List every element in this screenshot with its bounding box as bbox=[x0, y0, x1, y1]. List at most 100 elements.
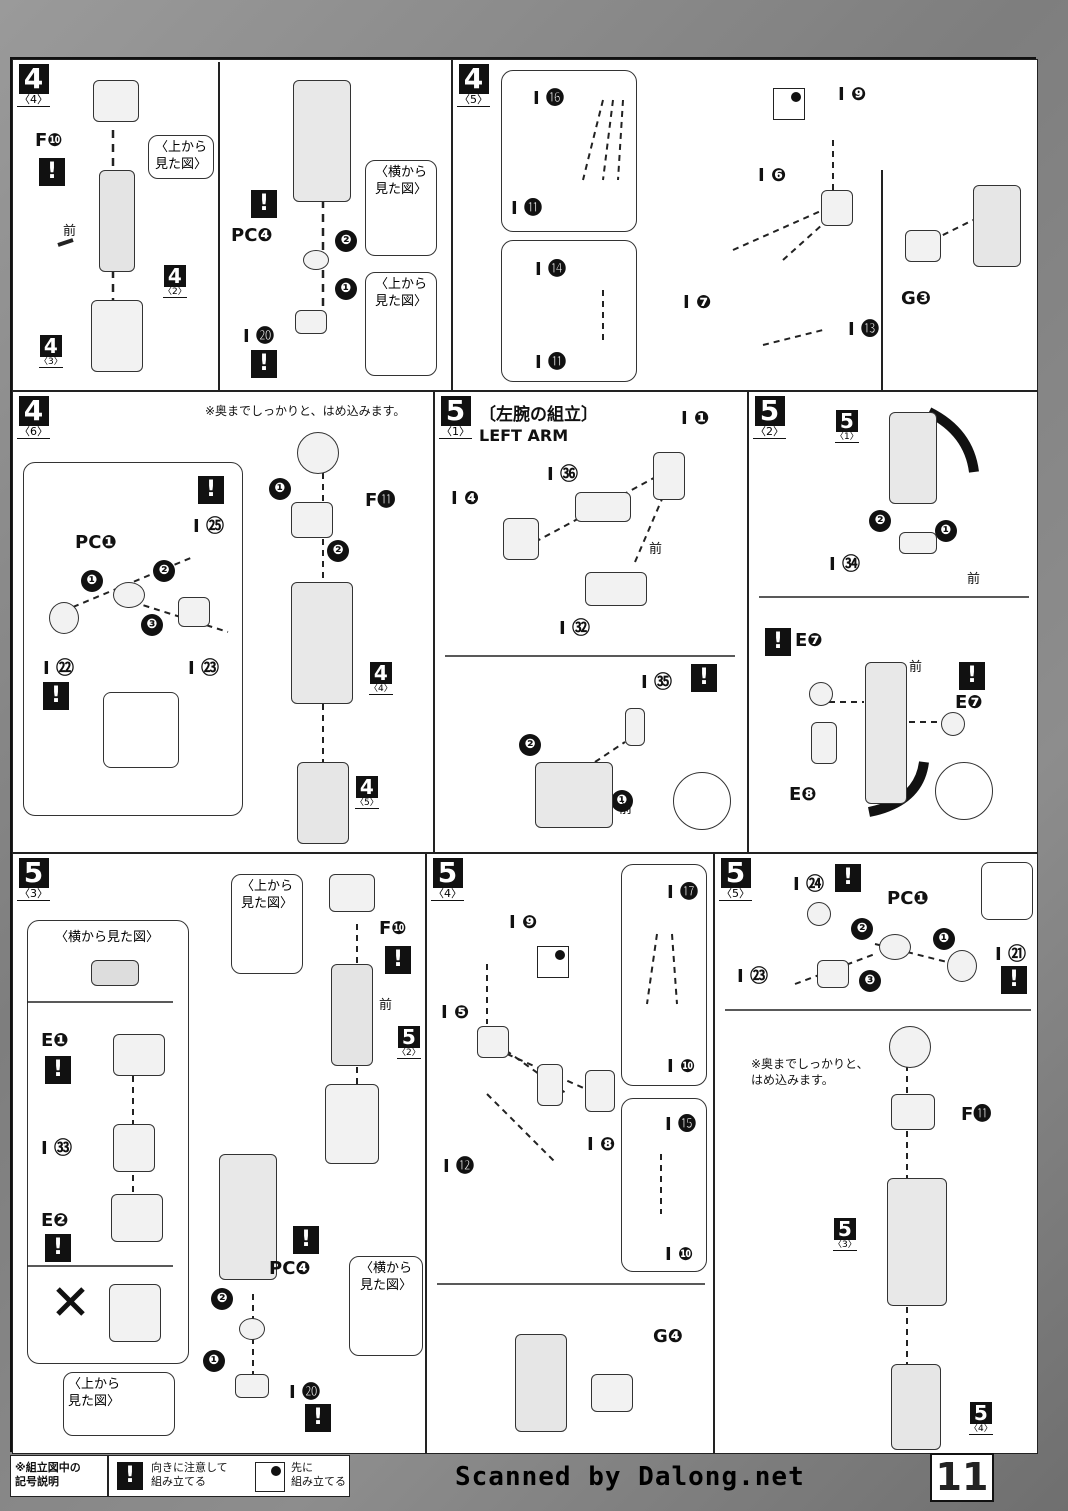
label-i13: I ⓭ bbox=[848, 319, 879, 340]
label-i8: I ❽ bbox=[587, 1134, 616, 1155]
arm-assembled bbox=[535, 762, 613, 828]
subassembly-thumb bbox=[621, 1098, 707, 1272]
leg-assembled bbox=[293, 80, 351, 202]
view-side: 〈横から 見た図〉 bbox=[365, 160, 437, 256]
label-i36: I ㊱ bbox=[547, 464, 578, 485]
label-forward-2: 前 bbox=[619, 802, 633, 817]
section-title: 〔左腕の組立〕 bbox=[479, 405, 598, 425]
order-2: ❷ bbox=[519, 734, 541, 756]
section-title-en: LEFT ARM bbox=[479, 426, 569, 445]
view-top-1: 〈上から 見た図〉 bbox=[231, 874, 303, 974]
label-i15: I ⓯ bbox=[665, 1114, 696, 1135]
step-badge: 5 〈2〉 bbox=[753, 394, 786, 439]
warning-icon: ! bbox=[117, 1462, 143, 1490]
view-top-1: 〈上から 見た図〉 bbox=[148, 135, 214, 179]
part-e7-left bbox=[809, 682, 833, 706]
label-i1: I ❶ bbox=[681, 408, 710, 429]
warning-icon: ! bbox=[959, 662, 985, 690]
divider bbox=[881, 170, 883, 390]
ref-step-4-3: 4 〈3〉 bbox=[39, 334, 63, 368]
page-number: 11 bbox=[930, 1453, 994, 1502]
panel-step-5-4: 5 〈4〉 I ❾ I ❺ I ⓬ I ❽ I ⓱ I ❿ I ⓯ I ❿ G❹ bbox=[426, 853, 714, 1454]
part-i36 bbox=[575, 492, 631, 522]
part-pc4 bbox=[239, 1318, 265, 1340]
hand-assembled bbox=[973, 185, 1021, 267]
panel-step-5-2: 5 〈2〉 5 〈1〉 ❷ ❶ I ㉞ 前 ! E❼ 前 ! E❼ E❽ bbox=[748, 391, 1038, 853]
view-top-2: 〈上から 見た図〉 bbox=[365, 272, 437, 376]
panel-step-5-1: 5 〈1〉 〔左腕の組立〕 LEFT ARM I ❶ I ㊱ I ❹ 前 I ㉜… bbox=[434, 391, 748, 853]
label-forward-1: 前 bbox=[649, 542, 663, 557]
step-badge: 4 〈6〉 bbox=[17, 394, 50, 439]
label-i14: I ⓮ bbox=[535, 259, 566, 280]
label-i10b: I ❿ bbox=[665, 1244, 694, 1265]
panel-step-5-3: 5 〈3〉 〈上から 見た図〉 〈横から見た図〉 E❶ ! I ㉝ E❷ ! F… bbox=[12, 853, 426, 1454]
part-i1 bbox=[653, 452, 685, 500]
order-2: ❷ bbox=[851, 918, 873, 940]
part-i32 bbox=[585, 572, 647, 606]
part-i20 bbox=[235, 1374, 269, 1398]
order-2b: ❷ bbox=[327, 540, 349, 562]
label-i34: I ㉞ bbox=[829, 554, 860, 575]
warning-icon: ! bbox=[305, 1404, 331, 1432]
part-i23 bbox=[178, 597, 210, 627]
view-side-2: 〈横から 見た図〉 bbox=[349, 1256, 423, 1356]
label-i22: I ㉒ bbox=[43, 658, 74, 679]
label-i32: I ㉜ bbox=[559, 618, 590, 639]
hand-assembled bbox=[891, 1364, 941, 1450]
warning-icon: ! bbox=[1001, 966, 1027, 994]
legend-title: ※組立図中の 記号説明 bbox=[15, 1461, 81, 1488]
knee-joint bbox=[889, 1026, 931, 1068]
label-pc4: PC❹ bbox=[231, 225, 273, 246]
hand-assembled bbox=[515, 1334, 567, 1432]
label-e8: E❽ bbox=[789, 784, 817, 805]
part-i35 bbox=[625, 708, 645, 746]
label-forward: 前 bbox=[63, 224, 77, 239]
legend: ※組立図中の 記号説明 ! 向きに注意して 組み立てる 先に 組み立てる bbox=[10, 1455, 350, 1497]
label-pc4: PC❹ bbox=[269, 1258, 311, 1279]
step-badge: 5 〈4〉 bbox=[431, 856, 464, 901]
part-pc1 bbox=[879, 934, 911, 960]
part-i22 bbox=[49, 602, 79, 634]
assembly-lines bbox=[445, 471, 735, 763]
label-i10a: I ❿ bbox=[667, 1056, 696, 1077]
step-badge: 4 〈5〉 bbox=[457, 62, 490, 107]
order-3: ❸ bbox=[141, 614, 163, 636]
warning-icon: ! bbox=[45, 1234, 71, 1262]
palm-part bbox=[821, 190, 853, 226]
label-e7a: E❼ bbox=[795, 630, 823, 651]
step-badge: 5 〈3〉 bbox=[17, 856, 50, 901]
view-top-2: 〈上から 見た図〉 bbox=[63, 1372, 175, 1436]
label-e7b: E❼ bbox=[955, 692, 983, 713]
label-i9: I ❾ bbox=[838, 84, 867, 105]
label-forward: 前 bbox=[379, 998, 393, 1013]
label-i6: I ❻ bbox=[758, 165, 787, 186]
legend-first-text: 先に 組み立てる bbox=[291, 1461, 346, 1488]
label-i11: I ⓫ bbox=[511, 198, 542, 219]
part-i23 bbox=[817, 960, 849, 988]
warning-icon: ! bbox=[385, 946, 411, 974]
label-f11: F⓫ bbox=[961, 1104, 992, 1125]
warning-icon: ! bbox=[293, 1226, 319, 1254]
label-i12: I ⓬ bbox=[443, 1156, 474, 1177]
ref-step-4-2: 4 〈2〉 bbox=[163, 264, 187, 298]
detail-view bbox=[935, 762, 993, 820]
legend-warning-text: 向きに注意して 組み立てる bbox=[151, 1461, 228, 1488]
assembly-lines bbox=[725, 943, 1031, 1414]
order-1: ❶ bbox=[203, 1350, 225, 1372]
arm-assembled bbox=[865, 662, 907, 804]
leg-lower bbox=[91, 300, 143, 372]
label-f10: F❿ bbox=[379, 918, 407, 939]
part-i34 bbox=[899, 532, 937, 554]
leg-assembled bbox=[887, 1178, 947, 1306]
label-g3: G❸ bbox=[901, 288, 932, 309]
note-insert: ※奥までしっかりと、はめ込みます。 bbox=[205, 404, 406, 418]
order-1b: ❶ bbox=[269, 478, 291, 500]
part-e8 bbox=[811, 722, 837, 764]
step-badge: 5 〈1〉 bbox=[439, 394, 472, 439]
detail-view bbox=[981, 862, 1033, 920]
warning-icon: ! bbox=[765, 628, 791, 656]
label-pc1: PC❶ bbox=[887, 888, 929, 909]
label-i35: I ㉟ bbox=[641, 672, 672, 693]
wrong-assembly bbox=[109, 1284, 161, 1342]
leg-lower bbox=[325, 1084, 379, 1164]
